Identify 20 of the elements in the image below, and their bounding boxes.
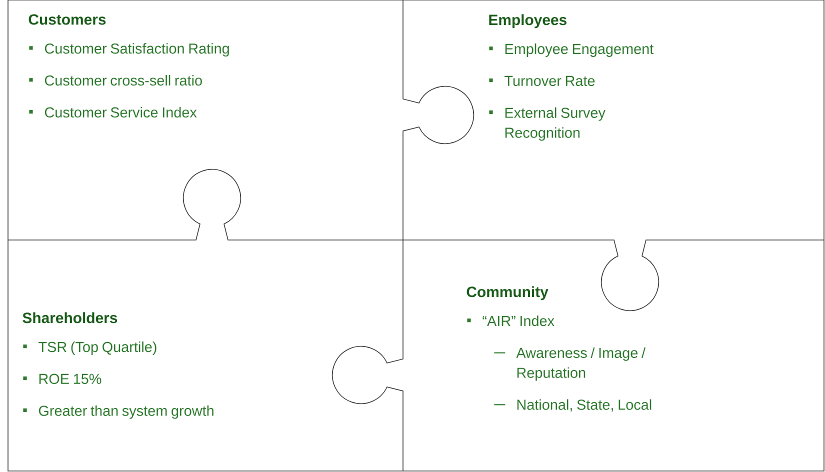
heading: Employees bbox=[489, 14, 566, 28]
heading: Community bbox=[466, 286, 548, 300]
bullet-item: Greater than system growth bbox=[23, 405, 214, 419]
bullet-item: TSR (Top Quartile) bbox=[23, 341, 156, 355]
bullet-item: Employee Engagement bbox=[489, 43, 654, 57]
bullet-item: Customer Service Index bbox=[29, 106, 197, 118]
puzzle-piece bbox=[466, 286, 652, 412]
puzzle-piece bbox=[22, 312, 214, 419]
heading: Customers bbox=[28, 14, 106, 25]
bullet-item: Customer cross-sell ratio bbox=[29, 75, 202, 86]
bullet-item: “AIR” Index bbox=[467, 315, 554, 326]
bullet-item: ROE 15% bbox=[23, 374, 102, 384]
puzzle-piece bbox=[489, 14, 654, 141]
bullet-item: Customer Satisfaction Rating bbox=[29, 43, 229, 57]
sub-bullet-item: National, State, Local bbox=[494, 399, 652, 412]
heading: Shareholders bbox=[22, 312, 118, 324]
bullet-item: External Survey Recognition bbox=[489, 107, 606, 141]
bullet-item: Turnover Rate bbox=[489, 76, 595, 86]
sub-bullet-item: Awareness / Image / Reputation bbox=[494, 347, 646, 381]
puzzle-piece bbox=[28, 14, 229, 118]
